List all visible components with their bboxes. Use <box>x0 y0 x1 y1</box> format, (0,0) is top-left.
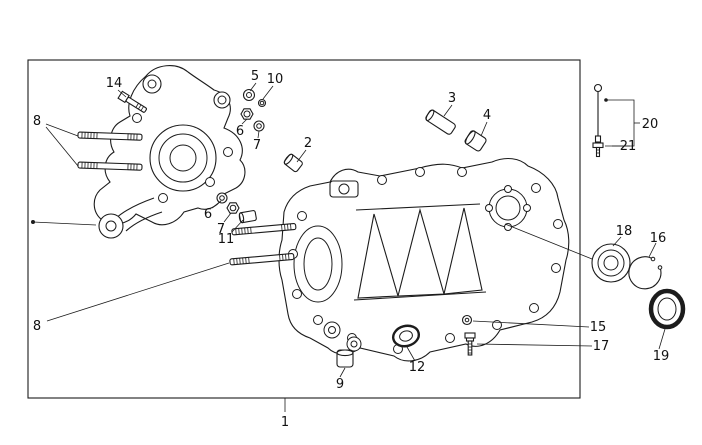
callout-9: 9 <box>336 377 344 392</box>
bushing-4 <box>464 130 487 152</box>
callout-18: 18 <box>616 224 633 239</box>
callout-19: 19 <box>653 349 670 364</box>
callout-4: 4 <box>483 108 491 123</box>
callout-8-lower: 8 <box>33 319 41 334</box>
bushing-9 <box>336 349 354 368</box>
callout-3: 3 <box>448 91 456 106</box>
hex-bolt-14 <box>117 90 147 113</box>
nut-7-lower <box>226 202 240 214</box>
crankcase-left-half <box>93 65 246 239</box>
washer-6-lower <box>216 192 228 204</box>
callout-labels: 1 2 3 4 5 6 6 7 7 8 8 9 10 11 12 14 15 1… <box>33 69 669 430</box>
centerline-bearing <box>504 223 598 262</box>
callout-10: 10 <box>267 72 284 87</box>
callout-7-lower: 7 <box>217 222 225 237</box>
nut-6-upper <box>240 108 254 120</box>
oil-seal-19 <box>648 288 686 330</box>
ring-10 <box>257 98 267 108</box>
dipstick-20 <box>593 83 603 143</box>
callout-2: 2 <box>304 136 312 151</box>
plug-ball-15 <box>461 314 473 326</box>
bushing-2 <box>283 153 303 173</box>
dowel-pin-3 <box>425 109 456 135</box>
ball-bearing-18 <box>591 243 631 283</box>
callout-8-upper: 8 <box>33 114 41 129</box>
callout-1: 1 <box>281 415 289 430</box>
callout-11: 11 <box>218 232 235 247</box>
callout-15: 15 <box>590 320 607 335</box>
screw-21 <box>592 142 604 158</box>
oil-seal-12 <box>391 324 421 348</box>
callout-16: 16 <box>650 231 667 246</box>
callout-20: 20 <box>642 117 659 132</box>
leader-lines <box>45 82 666 412</box>
callout-6-lower: 6 <box>204 207 212 222</box>
callout-5: 5 <box>251 69 259 84</box>
callout-6-upper: 6 <box>236 124 244 139</box>
callout-14: 14 <box>106 76 123 91</box>
callout-7-upper: 7 <box>253 138 261 153</box>
washer-5 <box>242 88 256 102</box>
washer-7-upper <box>253 120 265 132</box>
callout-21: 21 <box>620 139 637 154</box>
centerline-left-arm <box>31 220 97 226</box>
screw-17 <box>464 332 476 356</box>
diagram-frame <box>27 59 581 399</box>
callout-17: 17 <box>593 339 610 354</box>
callout-12: 12 <box>409 360 426 375</box>
crankcase-right-half <box>278 157 570 362</box>
dowel-pin-11 <box>238 210 257 224</box>
circlip-16 <box>628 256 663 290</box>
